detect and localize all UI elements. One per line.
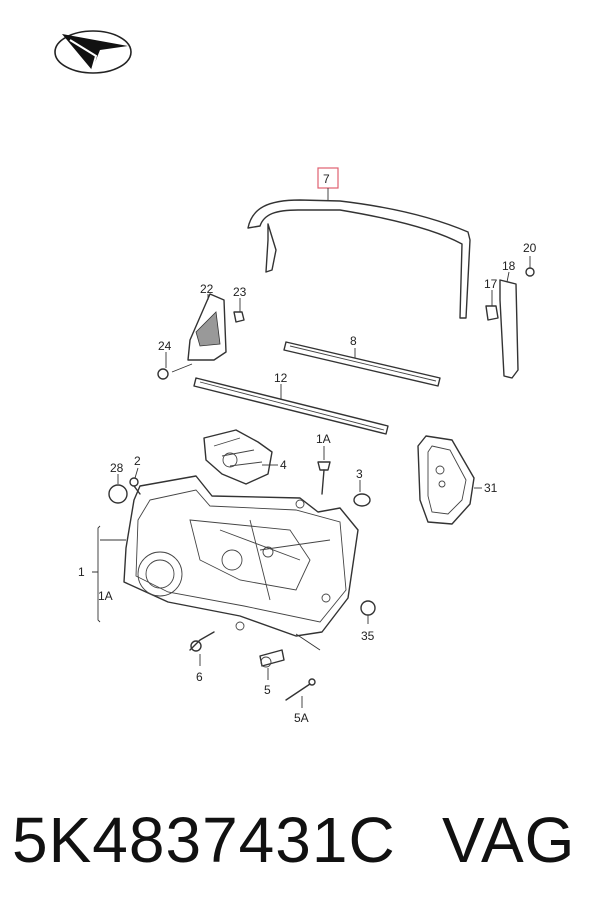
- callout-3: 3: [356, 467, 363, 481]
- window-seal-strip: [283, 341, 441, 387]
- callout-7: 7: [323, 172, 330, 186]
- callout-2: 2: [134, 454, 141, 468]
- screw-6: [189, 631, 215, 666]
- callout-35: 35: [361, 629, 375, 643]
- rear-guide-trim: [485, 256, 535, 379]
- callout-18: 18: [502, 259, 516, 273]
- callout-5: 5: [264, 683, 271, 697]
- clip-24: [157, 352, 193, 380]
- callout-23: 23: [233, 285, 247, 299]
- mirror-triangle-trim: [187, 293, 227, 361]
- window-frame-seal: [247, 167, 471, 319]
- callout-31: 31: [484, 481, 498, 495]
- callout-24: 24: [158, 339, 172, 353]
- callout-8: 8: [350, 334, 357, 348]
- door-bracket-31: [417, 435, 482, 525]
- callout-17: 17: [484, 277, 498, 291]
- callout-28: 28: [110, 461, 124, 475]
- callout-1a-top: 1A: [316, 432, 331, 446]
- callout-5a: 5A: [294, 711, 309, 725]
- callout-22: 22: [200, 282, 214, 296]
- bolt-1a: [317, 446, 331, 495]
- screw-2: [129, 467, 141, 495]
- callout-1: 1: [78, 565, 85, 579]
- outer-window-seal: [193, 377, 389, 435]
- clip-23: [233, 298, 245, 323]
- callout-4: 4: [280, 458, 287, 472]
- clip-35: [360, 600, 376, 624]
- brand-name: VAG: [442, 804, 576, 876]
- part-number: 5K4837431C: [12, 804, 396, 876]
- callout-1a-side: 1A: [98, 589, 113, 603]
- rivet-5a: [285, 678, 316, 708]
- plug-28: [108, 474, 128, 504]
- window-motor: [203, 429, 278, 485]
- logo: [54, 30, 132, 74]
- callout-12: 12: [274, 371, 288, 385]
- clip-5: [259, 633, 321, 680]
- cap-3: [353, 480, 371, 507]
- door-module-carrier: [92, 475, 359, 637]
- callout-6: 6: [196, 670, 203, 684]
- callout-20: 20: [523, 241, 537, 255]
